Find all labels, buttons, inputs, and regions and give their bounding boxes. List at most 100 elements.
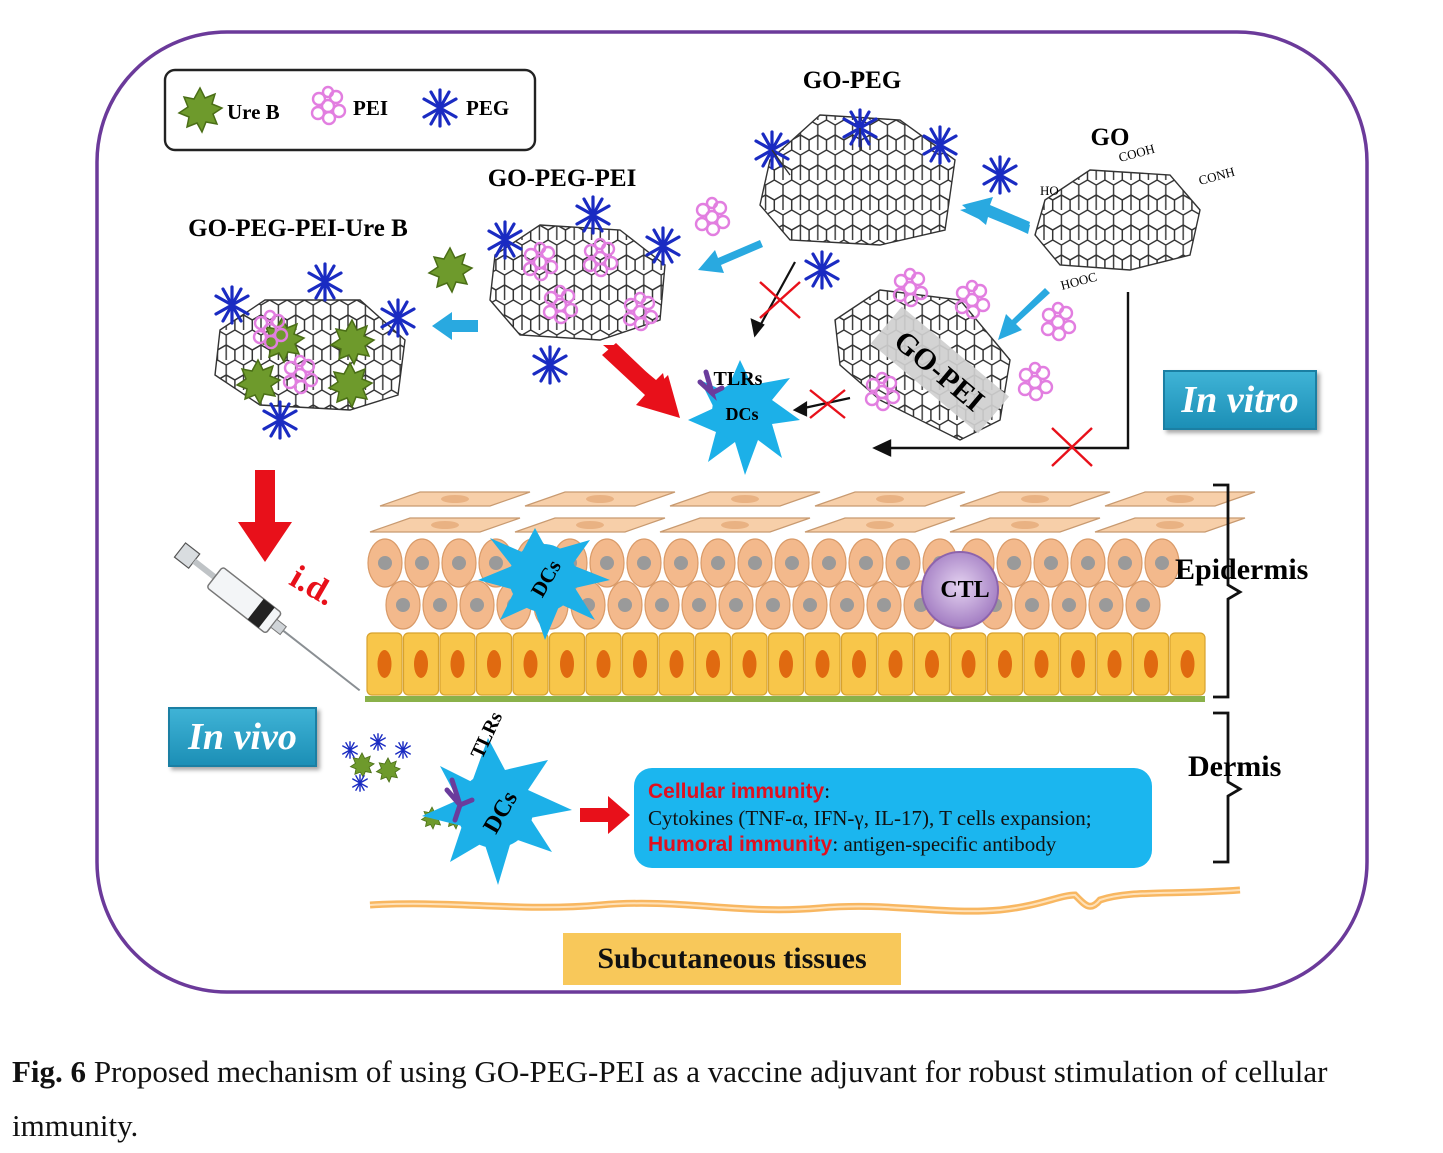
keratinocyte xyxy=(1144,538,1180,588)
red-arrow-down xyxy=(238,470,292,562)
ho-label: HO xyxy=(1040,183,1059,198)
basal-cell xyxy=(1096,632,1133,696)
basal-cell xyxy=(366,632,403,696)
keratinocyte xyxy=(589,538,625,588)
legend-peg-label: PEG xyxy=(466,96,509,120)
blocked-arrow-go xyxy=(872,292,1130,467)
immunity-box: Cellular immunity: Cytokines (TNF-α, IFN… xyxy=(634,768,1152,868)
keratinocyte xyxy=(829,580,865,630)
dendritic-cell-dermis: TLRs DCs xyxy=(422,708,572,885)
flat-cell xyxy=(814,491,966,507)
syringe-icon xyxy=(173,542,361,692)
keratinocyte xyxy=(422,580,458,630)
basal-cell xyxy=(585,632,622,696)
ctl-label: CTL xyxy=(940,577,989,603)
legend-pei-label: PEI xyxy=(353,96,388,120)
humoral-immunity-title: Humoral immunity xyxy=(648,833,833,856)
keratinocyte xyxy=(885,538,921,588)
basal-cell xyxy=(767,632,805,696)
dendritic-cell-in-vitro: TLRs DCs xyxy=(688,360,800,475)
keratinocyte xyxy=(1107,538,1143,588)
subcutaneous-label: Subcutaneous tissues xyxy=(563,933,901,985)
flat-cells xyxy=(369,491,1256,533)
blocked-arrow-gopei xyxy=(792,389,851,419)
basal-cell xyxy=(804,632,841,696)
basal-cell xyxy=(1132,632,1170,696)
go-peg-pei-label: GO-PEG-PEI xyxy=(488,165,637,192)
keratinocyte xyxy=(626,538,662,588)
keratinocyte xyxy=(996,538,1032,588)
keratinocyte xyxy=(811,538,847,588)
flat-cell xyxy=(1094,517,1246,533)
humoral-immunity-text: : antigen-specific antibody xyxy=(832,832,1057,856)
outer-frame xyxy=(95,30,1369,994)
keratinocyte xyxy=(663,538,699,588)
keratinocyte xyxy=(737,538,773,588)
flat-cell xyxy=(524,491,676,507)
legend: Ure B PEI PEG xyxy=(163,68,537,152)
basal-cell xyxy=(439,632,476,696)
basal-cell xyxy=(840,632,878,696)
keratinocyte xyxy=(774,538,810,588)
basal-cell xyxy=(402,632,440,696)
keratinocyte xyxy=(404,538,440,588)
in-vitro-tag: In vitro xyxy=(1163,370,1317,430)
basal-cell xyxy=(731,632,768,696)
basal-cell xyxy=(1023,632,1060,696)
basal-cells xyxy=(366,632,1206,696)
go-peg-sheet: GO-PEG xyxy=(754,67,1018,290)
flat-cell xyxy=(669,491,821,507)
red-arrow-to-immunity xyxy=(580,796,630,834)
flat-cell xyxy=(959,491,1111,507)
keratinocyte xyxy=(385,580,421,630)
tlrs-label-dermis: TLRs xyxy=(467,708,508,762)
keratinocyte xyxy=(681,580,717,630)
keratinocyte xyxy=(755,580,791,630)
dcs-label-vitro: DCs xyxy=(725,404,758,424)
cytokines-text: Cytokines (TNF-α, IFN-γ, IL-17), T cells… xyxy=(648,806,1092,830)
keratinocyte xyxy=(700,538,736,588)
go-peg-label: GO-PEG xyxy=(803,67,902,94)
mechanism-diagram: Ure B PEI PEG GO-PEG GO COOH CONH HO HOO… xyxy=(95,30,1369,994)
epidermis xyxy=(365,491,1256,702)
legend-ure-b-label: Ure B xyxy=(227,100,280,124)
epidermis-label: Epidermis xyxy=(1175,553,1308,586)
basal-cell xyxy=(512,632,549,696)
keratinocyte xyxy=(866,580,902,630)
dendritic-cell-epidermis: DCs xyxy=(478,528,610,640)
ctl-cell: CTL xyxy=(921,551,999,629)
keratinocyte xyxy=(1014,580,1050,630)
brackets xyxy=(1213,483,1243,864)
basal-cell xyxy=(475,632,513,696)
basal-cell xyxy=(950,632,987,696)
keratinocyte xyxy=(1088,580,1124,630)
keratinocyte xyxy=(441,538,477,588)
cellular-immunity-title: Cellular immunity xyxy=(648,780,825,803)
go-sheet: GO COOH CONH HO HOOC xyxy=(1034,124,1236,293)
flat-cell xyxy=(514,517,666,533)
id-label: i.d. xyxy=(284,559,342,614)
basal-cell xyxy=(658,632,695,696)
dermis-label: Dermis xyxy=(1188,750,1281,783)
figure-caption: Fig. 6 Proposed mechanism of using GO-PE… xyxy=(12,1045,1427,1153)
caption-text: Proposed mechanism of using GO-PEG-PEI a… xyxy=(12,1054,1328,1143)
flat-cell xyxy=(659,517,811,533)
keratinocyte xyxy=(1033,538,1069,588)
basal-cell xyxy=(1059,632,1097,696)
flat-cell xyxy=(369,517,521,533)
keratinocyte xyxy=(718,580,754,630)
flat-cell xyxy=(1104,491,1256,507)
keratinocytes xyxy=(367,538,1180,630)
subcutaneous-line xyxy=(369,886,1241,915)
basal-cell xyxy=(548,632,586,696)
arrow-gopeg-to-gopegpei xyxy=(698,240,763,273)
basal-cell xyxy=(694,632,732,696)
in-vivo-tag: In vivo xyxy=(168,707,317,767)
go-pei-sheet: GO-PEI xyxy=(834,267,1077,441)
keratinocyte xyxy=(1051,580,1087,630)
arrow-go-to-gopei xyxy=(998,288,1050,340)
keratinocyte xyxy=(459,580,495,630)
arrow-to-gopegpeiureb xyxy=(432,312,478,340)
caption-fig-number: Fig. 6 xyxy=(12,1054,87,1089)
